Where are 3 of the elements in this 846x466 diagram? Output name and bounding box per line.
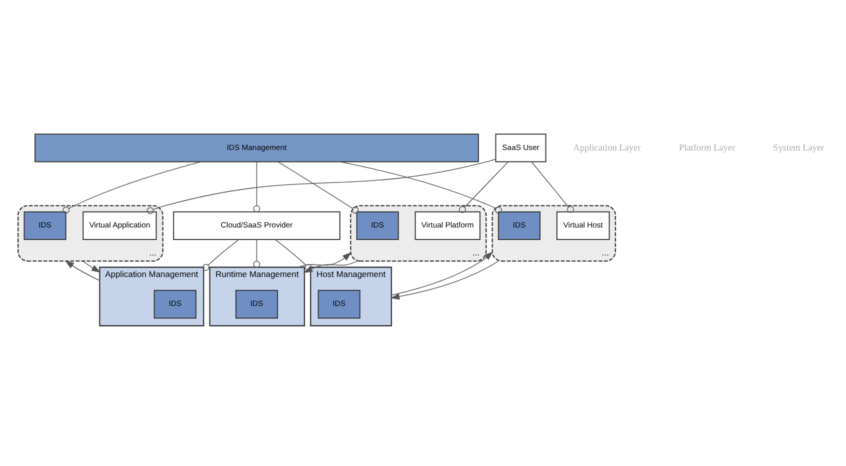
label: Application Layer (573, 142, 641, 152)
label: Platform Layer (679, 142, 736, 152)
label: System Layer (773, 142, 824, 152)
